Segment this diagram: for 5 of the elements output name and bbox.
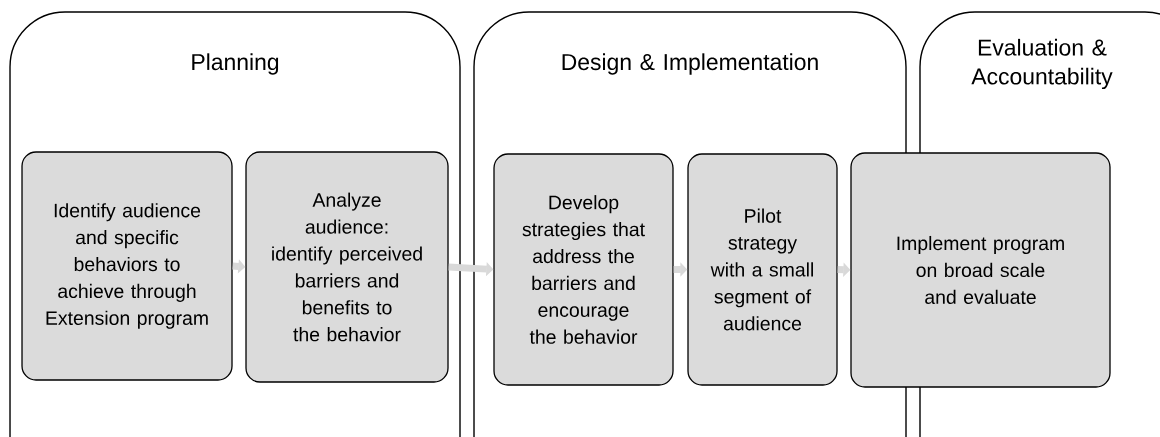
step-box: Analyze audience: identify perceived barriers and benefits to the behavior bbox=[245, 151, 449, 383]
step-box: Identify audience and specific behaviors to achieve through Extension program bbox=[21, 151, 233, 381]
step-box: Pilot strategy with a small segment of audience bbox=[687, 153, 838, 386]
step-box: Develop strategies that address the barriers and encourage the behavior bbox=[493, 153, 674, 386]
step-box: Implement program on broad scale and evaluate bbox=[850, 152, 1111, 388]
